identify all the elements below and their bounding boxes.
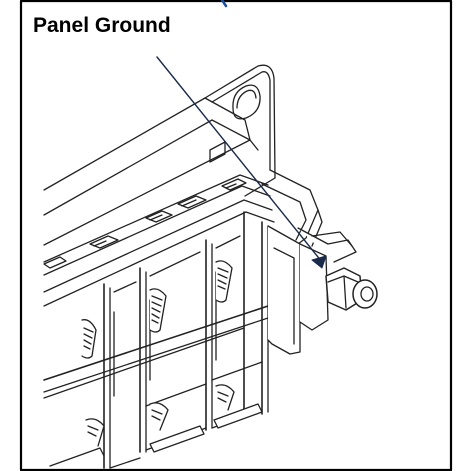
figure-border (19, 0, 453, 471)
leader-arrowhead (311, 255, 327, 269)
connector-top-rail (43, 174, 275, 307)
top-tick-mark (220, 0, 228, 8)
contact-springs (81, 260, 235, 447)
panel-top-surface (43, 97, 259, 246)
callout-leader (156, 56, 327, 269)
connector-cell-grid (43, 211, 269, 469)
ground-stud-assembly (267, 225, 378, 355)
panel-ground-label: Panel Ground (33, 14, 171, 37)
